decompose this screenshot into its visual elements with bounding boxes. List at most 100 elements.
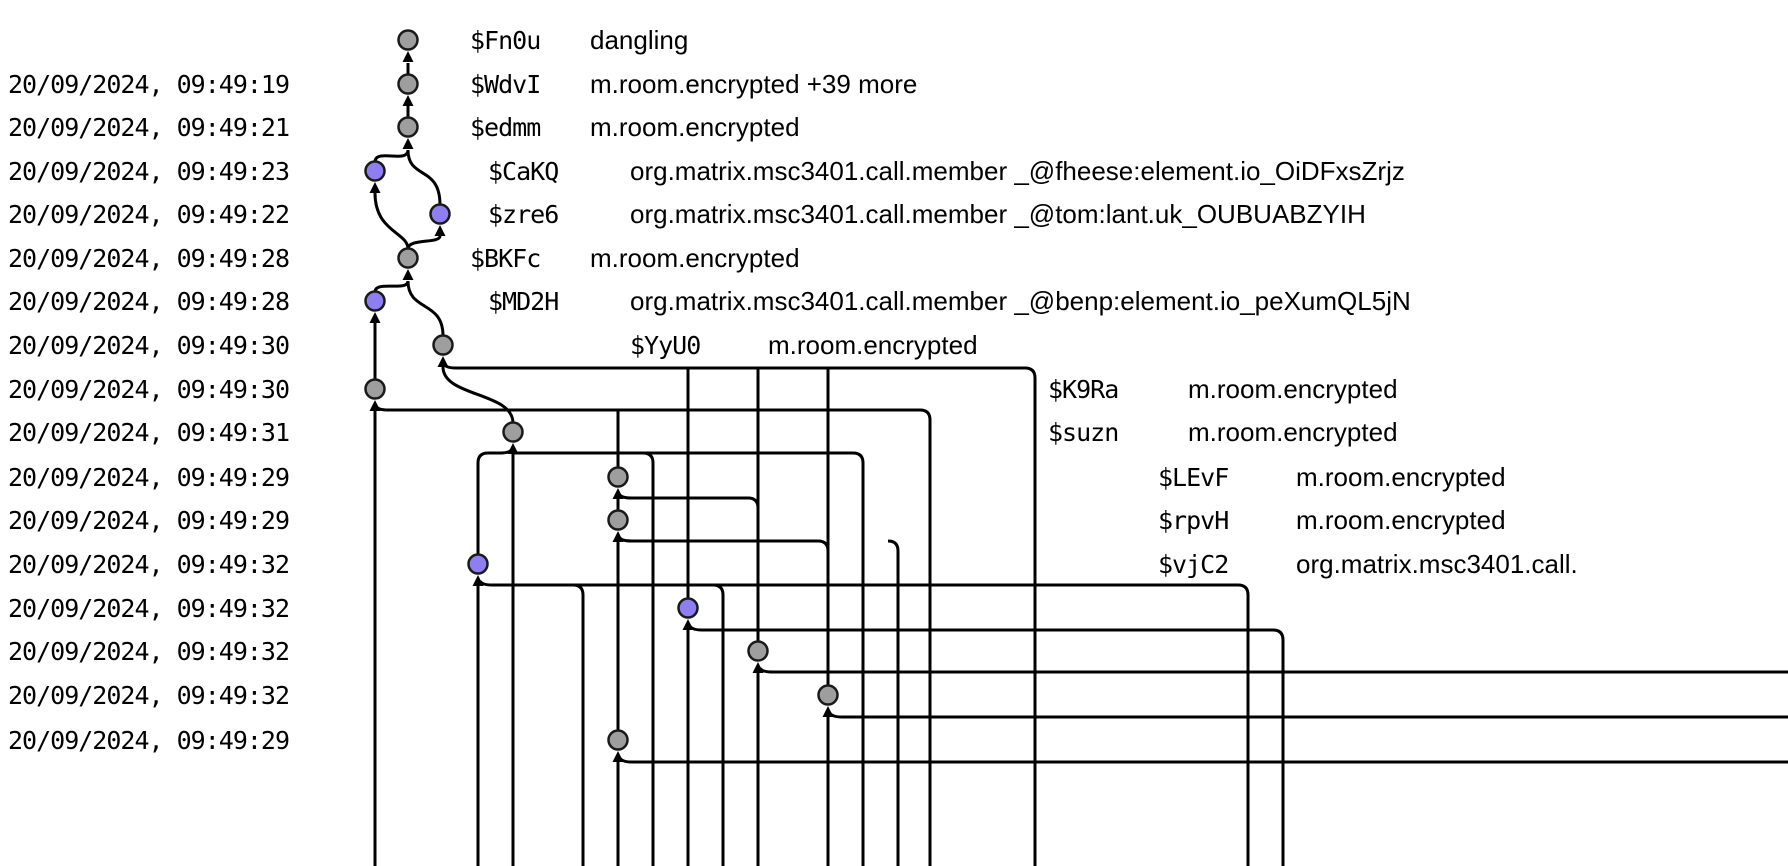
- dag-edge: [406, 149, 442, 206]
- event-node[interactable]: [607, 466, 629, 488]
- event-row: 20/09/2024, 09:49:30 $K9Ra m.room.encrypte…: [0, 368, 1788, 411]
- event-node[interactable]: [364, 160, 386, 182]
- event-type: m.room.encrypted: [590, 112, 800, 142]
- event-id[interactable]: $vjC2: [1158, 550, 1229, 579]
- dag-arrowhead-icon: [472, 575, 484, 586]
- dag-arrowhead-icon: [507, 443, 519, 454]
- dag-edge: [572, 583, 585, 866]
- event-row: $Fn0u dangling: [0, 19, 1788, 62]
- event-type: m.room.encrypted: [1296, 462, 1506, 492]
- event-timestamp: 20/09/2024, 09:49:32: [8, 594, 290, 623]
- event-row: 20/09/2024, 09:49:28 $MD2H org.matrix.msc3…: [0, 280, 1788, 323]
- event-node[interactable]: [364, 378, 386, 400]
- dag-arrowhead-icon: [612, 751, 624, 762]
- event-type: m.room.encrypted: [1188, 374, 1398, 404]
- event-row: 20/09/2024, 09:49:29 $rpvH m.room.encrypte…: [0, 499, 1788, 542]
- event-type: m.room.encrypted: [1188, 417, 1398, 447]
- dag-edge: [441, 366, 515, 424]
- event-timestamp: 20/09/2024, 09:49:21: [8, 113, 290, 142]
- event-id[interactable]: $edmm: [470, 113, 541, 142]
- dag-arrowhead-icon: [682, 619, 694, 630]
- event-row: 20/09/2024, 09:49:31 $suzn m.room.encrypte…: [0, 411, 1788, 454]
- event-timestamp: 20/09/2024, 09:49:28: [8, 244, 290, 273]
- event-type: org.matrix.msc3401.call.member _@fheese:…: [630, 156, 1405, 186]
- event-node[interactable]: [429, 203, 451, 225]
- event-id[interactable]: $BKFc: [470, 244, 541, 273]
- event-id[interactable]: $YyU0: [630, 331, 701, 360]
- dag-edge: [406, 280, 445, 337]
- event-row: 20/09/2024, 09:49:32: [0, 674, 1788, 717]
- event-row: 20/09/2024, 09:49:22 $zre6 org.matrix.msc3…: [0, 193, 1788, 236]
- event-id[interactable]: $zre6: [488, 200, 559, 229]
- event-node[interactable]: [397, 73, 419, 95]
- event-node[interactable]: [817, 684, 839, 706]
- event-row: 20/09/2024, 09:49:29 $LEvF m.room.encrypte…: [0, 456, 1788, 499]
- event-timestamp: 20/09/2024, 09:49:22: [8, 200, 290, 229]
- event-row: 20/09/2024, 09:49:32 $vjC2 org.matrix.msc3…: [0, 543, 1788, 586]
- dag-edge: [712, 583, 725, 866]
- event-type: m.room.encrypted +39 more: [590, 69, 918, 99]
- dag-arrowhead-icon: [369, 182, 381, 193]
- event-type: dangling: [590, 25, 689, 55]
- event-type: org.matrix.msc3401.call.member _@benp:el…: [630, 286, 1411, 316]
- event-node[interactable]: [747, 640, 769, 662]
- event-timestamp: 20/09/2024, 09:49:32: [8, 550, 290, 579]
- event-node[interactable]: [397, 116, 419, 138]
- event-type: m.room.encrypted: [590, 243, 800, 273]
- event-node[interactable]: [397, 29, 419, 51]
- dag-arrowhead-icon: [402, 51, 414, 62]
- event-timestamp: 20/09/2024, 09:49:32: [8, 681, 290, 710]
- event-node[interactable]: [364, 290, 386, 312]
- event-timestamp: 20/09/2024, 09:49:30: [8, 375, 290, 404]
- event-id[interactable]: $rpvH: [1158, 506, 1229, 535]
- event-node[interactable]: [677, 597, 699, 619]
- dag-edge: [373, 192, 410, 250]
- dag-arrowhead-icon: [752, 662, 764, 673]
- event-timestamp: 20/09/2024, 09:49:29: [8, 726, 290, 755]
- dag-arrowhead-icon: [402, 95, 414, 106]
- dag-arrowhead-icon: [402, 269, 414, 280]
- event-node[interactable]: [432, 334, 454, 356]
- dag-arrowhead-icon: [612, 531, 624, 542]
- dag-edge: [887, 539, 900, 866]
- event-timestamp: 20/09/2024, 09:49:29: [8, 506, 290, 535]
- dag-arrowhead-icon: [369, 400, 381, 411]
- event-id[interactable]: $Fn0u: [470, 26, 541, 55]
- event-row: 20/09/2024, 09:49:23 $CaKQ org.matrix.msc3…: [0, 150, 1788, 193]
- event-id[interactable]: $suzn: [1048, 418, 1119, 447]
- dag-arrowhead-icon: [437, 356, 449, 367]
- event-node[interactable]: [607, 729, 629, 751]
- event-timestamp: 20/09/2024, 09:49:28: [8, 287, 290, 316]
- event-type: m.room.encrypted: [1296, 505, 1506, 535]
- event-id[interactable]: $WdvI: [470, 70, 541, 99]
- dag-edge: [478, 580, 1250, 866]
- dag-arrowhead-icon: [612, 488, 624, 499]
- event-id[interactable]: $K9Ra: [1048, 375, 1119, 404]
- dag-arrowhead-icon: [434, 225, 446, 236]
- event-timestamp: 20/09/2024, 09:49:29: [8, 463, 290, 492]
- event-node[interactable]: [502, 421, 524, 443]
- event-type: org.matrix.msc3401.call.member _@tom:lan…: [630, 199, 1366, 229]
- event-timestamp: 20/09/2024, 09:49:32: [8, 637, 290, 666]
- event-row: 20/09/2024, 09:49:32: [0, 630, 1788, 673]
- event-type: m.room.encrypted: [768, 330, 978, 360]
- event-node[interactable]: [397, 247, 419, 269]
- event-row: 20/09/2024, 09:49:29: [0, 719, 1788, 762]
- event-node[interactable]: [607, 509, 629, 531]
- dag-arrowhead-icon: [402, 138, 414, 149]
- event-row: 20/09/2024, 09:49:28 $BKFc m.room.encrypte…: [0, 237, 1788, 280]
- dag-arrowhead-icon: [822, 706, 834, 717]
- event-id[interactable]: $LEvF: [1158, 463, 1229, 492]
- event-id[interactable]: $CaKQ: [488, 157, 559, 186]
- dag-edge: [642, 451, 655, 866]
- event-timestamp: 20/09/2024, 09:49:31: [8, 418, 290, 447]
- dag-arrowhead-icon: [369, 312, 381, 323]
- event-node[interactable]: [467, 553, 489, 575]
- event-id[interactable]: $MD2H: [488, 287, 559, 316]
- event-timestamp: 20/09/2024, 09:49:23: [8, 157, 290, 186]
- event-type: org.matrix.msc3401.call.: [1296, 549, 1578, 579]
